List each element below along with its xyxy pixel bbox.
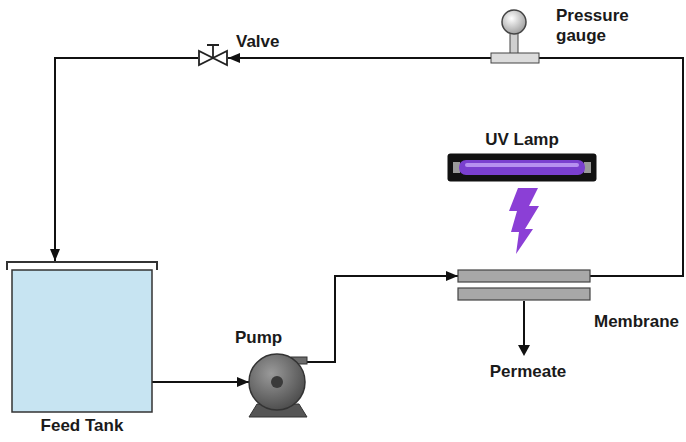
pressure-gauge-label: Pressure gauge bbox=[556, 6, 651, 46]
stream-label: Permeate bbox=[472, 362, 584, 382]
valve-part bbox=[199, 51, 213, 65]
uv-lamp-part bbox=[453, 162, 460, 173]
membrane-part bbox=[458, 270, 590, 282]
pump-label: Pump bbox=[235, 328, 282, 348]
uv-lamp-symbol bbox=[447, 153, 597, 182]
valve-part bbox=[213, 51, 227, 65]
pipe-connector bbox=[55, 58, 198, 261]
feed-tank: Feed Tank bbox=[6, 258, 160, 440]
permeate-arrowhead bbox=[518, 345, 530, 356]
feed-tank-label: Feed Tank bbox=[6, 416, 158, 436]
pipe-connector bbox=[307, 276, 458, 362]
uv-lamp-label: UV Lamp bbox=[447, 130, 597, 150]
membrane-part bbox=[458, 288, 590, 300]
pressure-gauge-part bbox=[510, 33, 518, 54]
membrane: Membrane bbox=[456, 268, 686, 338]
pressure-gauge: Pressure gauge bbox=[490, 2, 682, 68]
permeate-line bbox=[523, 301, 525, 347]
valve-part bbox=[207, 44, 219, 46]
pipe-connector bbox=[152, 381, 249, 383]
uv-lamp-part bbox=[584, 162, 591, 173]
membrane-symbol bbox=[456, 268, 592, 302]
pressure-gauge-part bbox=[491, 53, 539, 63]
uv-lamp-part bbox=[459, 160, 585, 175]
valve-label: Valve bbox=[236, 32, 280, 52]
pump: Pump bbox=[230, 326, 314, 422]
feed-tank-part bbox=[7, 262, 157, 270]
valve: Valve bbox=[198, 30, 290, 76]
uv-lamp: UV Lamp bbox=[447, 128, 599, 186]
pipe-connector bbox=[228, 57, 491, 59]
pressure-gauge-part bbox=[502, 10, 526, 34]
membrane-label: Membrane bbox=[594, 312, 679, 332]
pressure-gauge-symbol bbox=[490, 8, 540, 66]
feed-tank-part bbox=[12, 270, 152, 412]
uv-lamp-part bbox=[448, 154, 597, 182]
uv-ray bbox=[509, 188, 539, 254]
pump-part bbox=[271, 376, 283, 388]
pump-part bbox=[249, 354, 305, 410]
feed-tank-symbol bbox=[6, 258, 158, 414]
valve-part bbox=[212, 45, 214, 58]
uv-lamp-part bbox=[465, 163, 579, 167]
pump-symbol bbox=[247, 352, 309, 418]
valve-symbol bbox=[198, 42, 228, 74]
